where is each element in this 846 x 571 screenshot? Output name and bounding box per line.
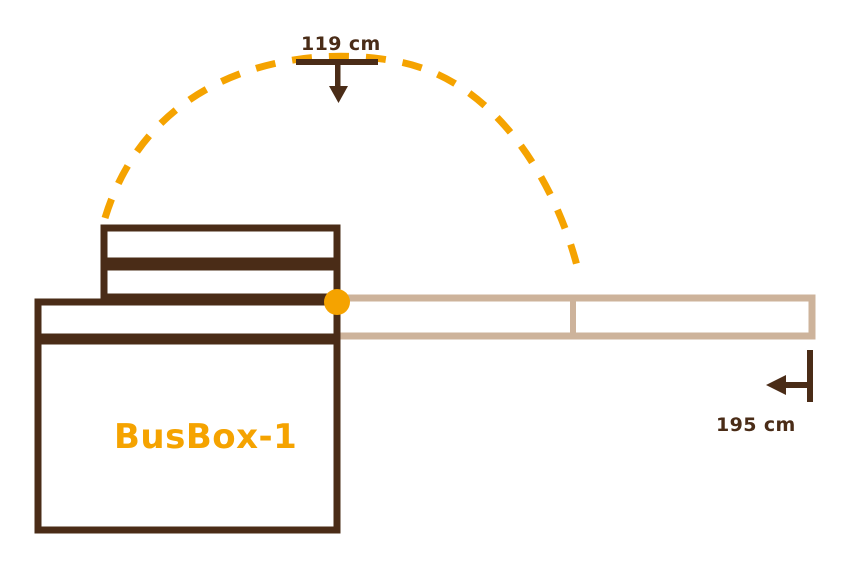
lid-panel-box <box>100 224 341 265</box>
swing-arc-path <box>101 52 584 279</box>
length-dimension-marker <box>766 350 813 402</box>
pivot-point-dot <box>324 289 350 315</box>
height-dimension-label: 119 cm <box>301 33 381 55</box>
mid-shelf-box <box>34 298 341 341</box>
height-dimension-arrowhead <box>329 86 348 103</box>
length-dimension-arrowhead <box>766 375 786 395</box>
unit-title-label: BusBox-1 <box>114 417 297 457</box>
length-dimension-stem <box>783 382 809 388</box>
height-dimension-marker <box>296 59 378 103</box>
length-dimension-label: 195 cm <box>716 414 796 436</box>
upper-body-box <box>100 263 341 301</box>
extension-rail-divider <box>570 298 576 336</box>
height-dimension-stem <box>335 62 341 92</box>
length-dimension-tick <box>807 350 813 402</box>
main-body-box <box>34 337 341 534</box>
extension-rail <box>333 294 816 340</box>
